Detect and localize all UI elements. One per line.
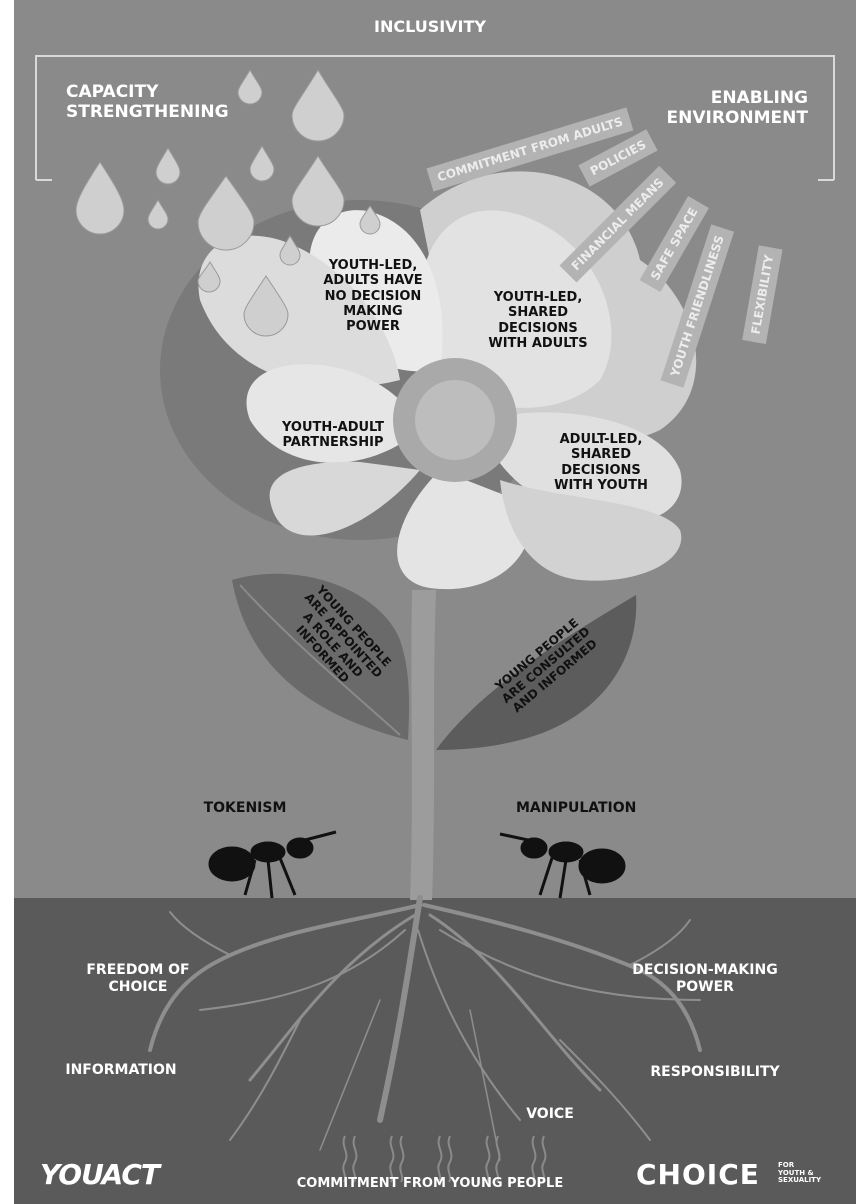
roots [150,898,700,1160]
petal-label-adult-led-shared: ADULT-LED, SHARED DECISIONS WITH YOUTH [546,432,656,493]
ant-abdomen [210,848,254,880]
root-label-commitment-from-young-people: COMMITMENT FROM YOUNG PEOPLE [270,1176,590,1191]
root-label-responsibility: RESPONSIBILITY [640,1064,790,1081]
root-label-freedom-of-choice: FREEDOM OF CHOICE [78,962,198,995]
enabling-environment-label: ENABLING ENVIRONMENT [664,88,808,128]
raindrop [76,162,124,234]
capacity-strengthening-label: CAPACITY STRENGTHENING [66,82,229,122]
root-label-voice: VOICE [510,1106,590,1123]
ant-abdomen [580,850,624,882]
ant-head [288,839,312,857]
petal-label-youth-led-no-power: YOUTH-LED, ADULTS HAVE NO DECISION MAKIN… [318,258,428,335]
raindrop [292,156,344,226]
raindrop [238,70,262,104]
flower-center-inner [415,380,495,460]
raindrop [156,148,180,184]
raindrop [148,200,168,229]
ant-right [500,834,624,898]
ant-head [522,839,546,857]
raindrop [250,146,274,181]
inclusivity-title: INCLUSIVITY [350,18,510,37]
ant-thorax [550,843,582,861]
petal-label-youth-adult-partnership: YOUTH-ADULT PARTNERSHIP [268,420,398,451]
choice-logo: CHOICE [636,1158,760,1191]
raindrop [292,70,344,141]
ant-left [210,832,336,898]
ant-thorax [252,843,284,861]
root-label-decision-making-power: DECISION-MAKING POWER [630,962,780,995]
raindrop [198,176,254,250]
choice-logo-tagline: FOR YOUTH & SEXUALITY [778,1162,821,1185]
youact-logo: YOUACT [40,1158,159,1191]
stem [410,590,436,900]
petal-label-youth-led-shared: YOUTH-LED, SHARED DECISIONS WITH ADULTS [478,290,598,351]
tokenism-label: TOKENISM [190,800,300,817]
root-label-information: INFORMATION [56,1062,186,1079]
manipulation-label: MANIPULATION [516,800,636,817]
